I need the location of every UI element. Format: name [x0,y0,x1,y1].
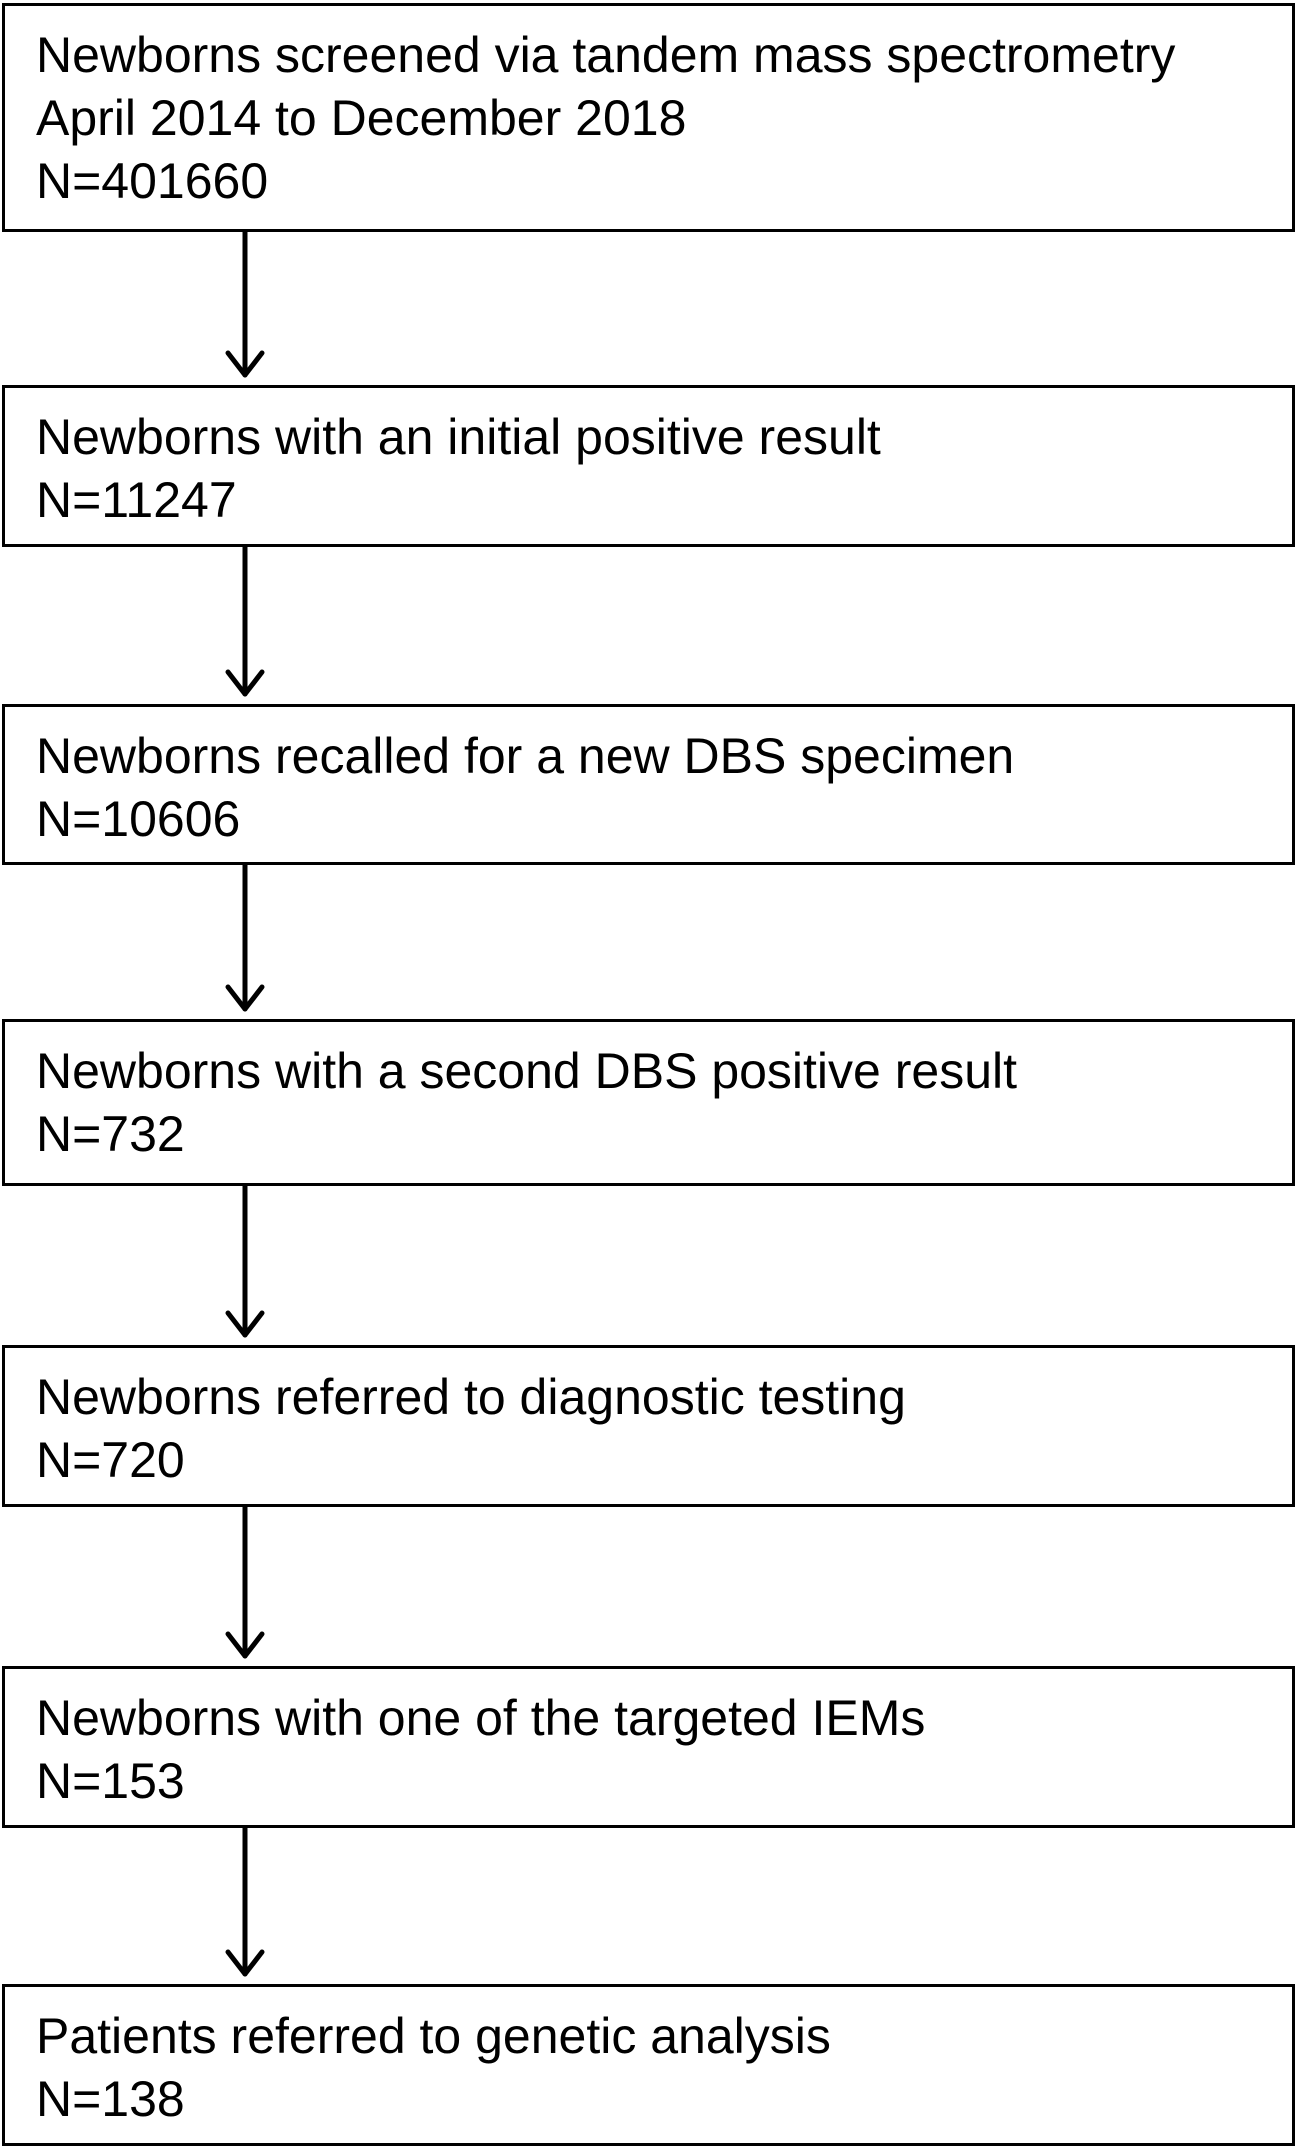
arrow-down-icon [225,1183,265,1338]
step-title: Newborns recalled for a new DBS specimen [36,728,1015,784]
step-title: Newborns with one of the targeted IEMs [36,1690,926,1746]
step-title: Newborns screened via tandem mass spectr… [36,27,1176,83]
step-title: Newborns referred to diagnostic testing [36,1369,906,1425]
step-box-diagnostic-testing: Newborns referred to diagnostic testing … [2,1345,1295,1507]
arrow-down-icon [225,544,265,697]
step-box-recalled: Newborns recalled for a new DBS specimen… [2,704,1295,865]
step-title: Newborns with a second DBS positive resu… [36,1043,1018,1099]
step-count: N=153 [36,1753,185,1809]
step-title: Newborns with an initial positive result [36,409,881,465]
step-box-genetic-analysis: Patients referred to genetic analysis N=… [2,1984,1295,2146]
step-count: N=720 [36,1432,185,1488]
step-count: N=401660 [36,153,269,209]
step-title: Patients referred to genetic analysis [36,2008,831,2064]
step-box-initial-positive: Newborns with an initial positive result… [2,385,1295,547]
step-period: April 2014 to December 2018 [36,90,687,146]
arrow-down-icon [225,1504,265,1659]
arrow-down-icon [225,1825,265,1977]
arrow-down-icon [225,229,265,378]
arrow-down-icon [225,862,265,1012]
step-count: N=732 [36,1106,185,1162]
step-box-screened: Newborns screened via tandem mass spectr… [2,3,1295,232]
step-box-second-positive: Newborns with a second DBS positive resu… [2,1019,1295,1186]
step-count: N=11247 [36,472,237,528]
step-count: N=138 [36,2071,185,2127]
step-count: N=10606 [36,791,241,847]
step-box-targeted-iems: Newborns with one of the targeted IEMs N… [2,1666,1295,1828]
